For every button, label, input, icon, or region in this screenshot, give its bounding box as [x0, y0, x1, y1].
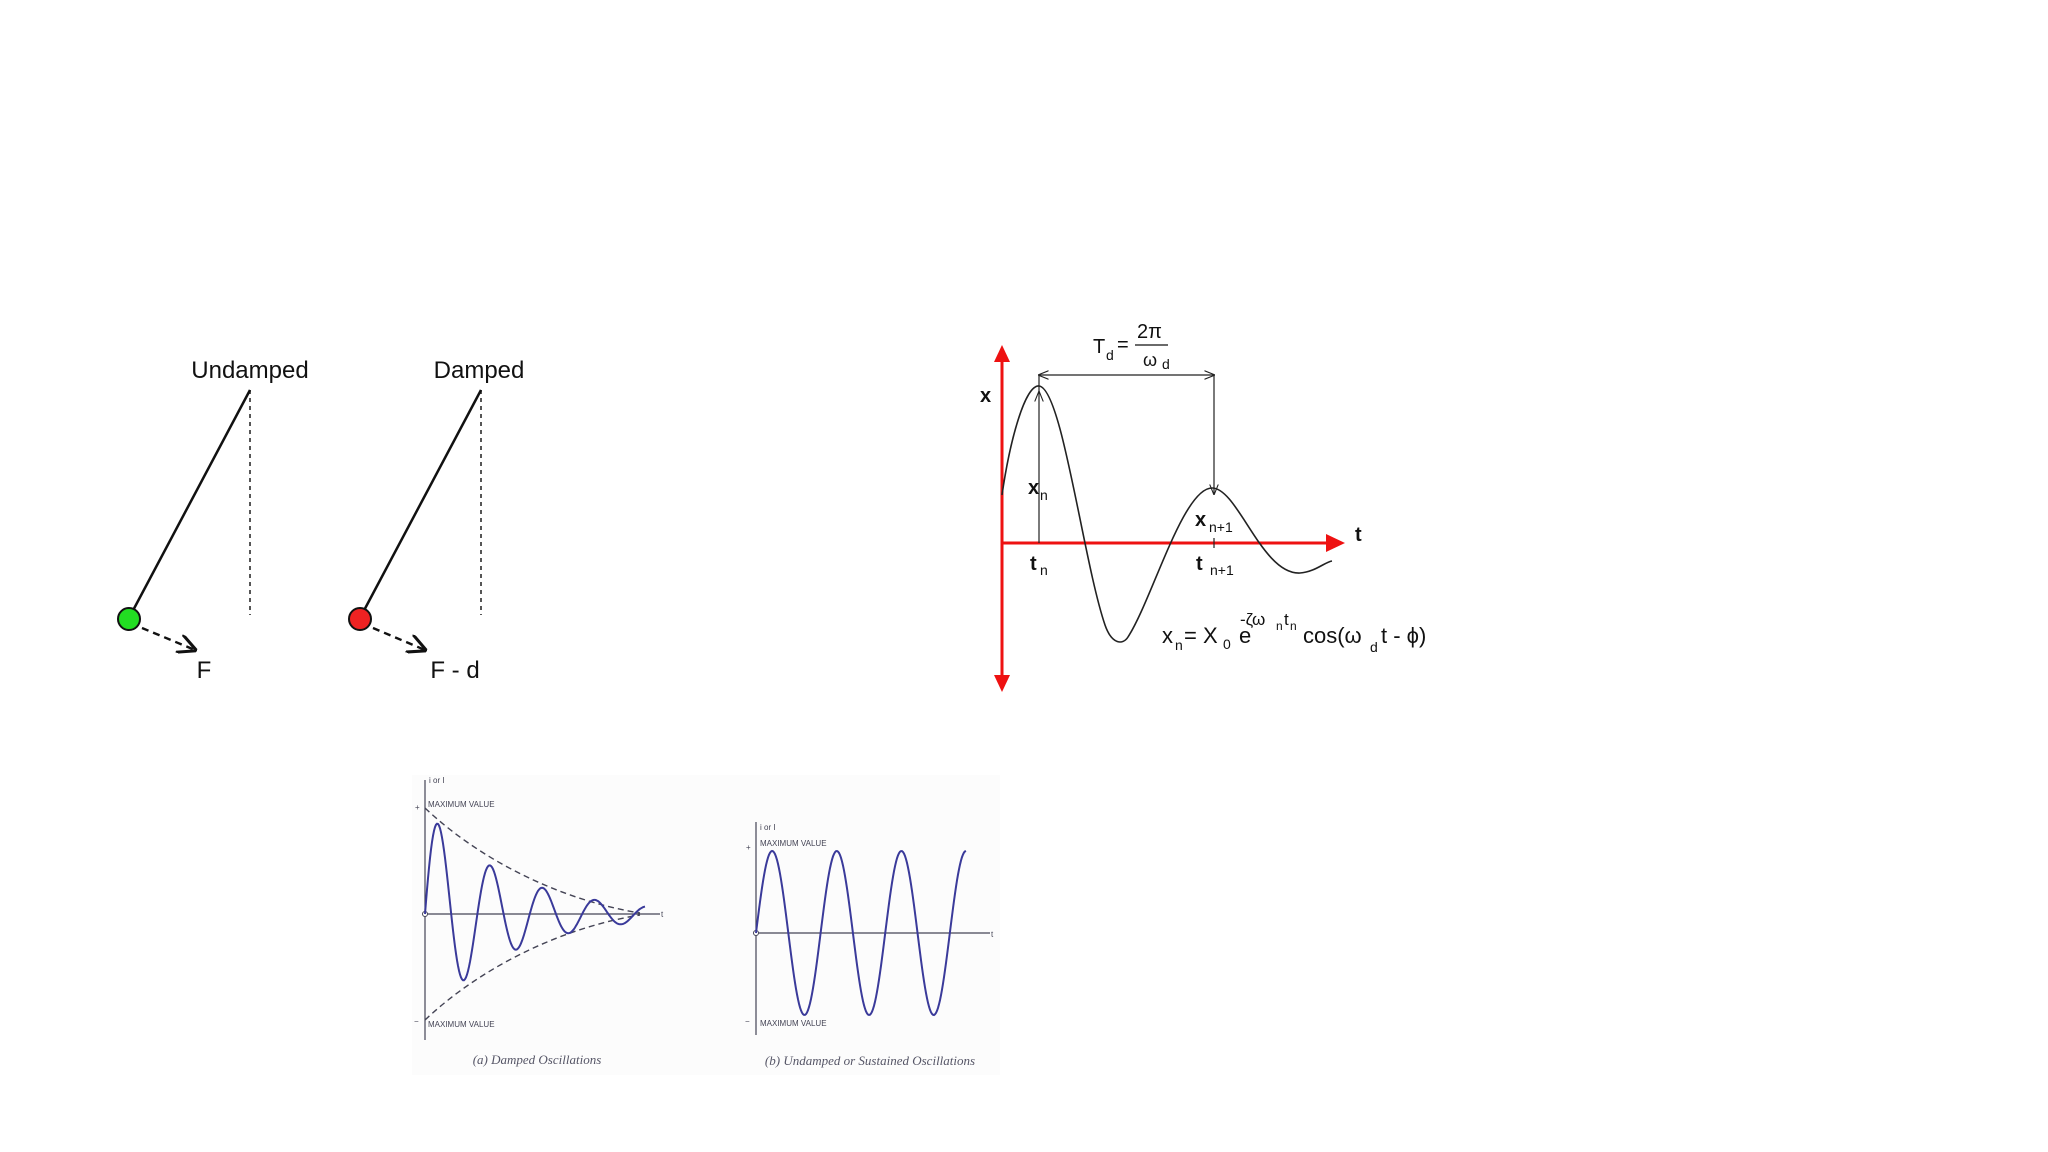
formula-tail: t - ϕ)	[1381, 623, 1426, 648]
damped-force-arrow	[372, 626, 425, 650]
y-axis-label: x	[980, 385, 991, 407]
decay-curve	[1001, 385, 1333, 643]
damped-y-label: i or I	[429, 776, 445, 785]
peak-n1-label: x	[1195, 509, 1206, 531]
formula-x0-sub: 0	[1223, 636, 1231, 652]
undamped-title: Undamped	[191, 357, 308, 384]
oscillation-figures: i or I MAXIMUM VALUE MAXIMUM VALUE + − t…	[412, 775, 1000, 1075]
peak-n-label: x	[1028, 477, 1039, 499]
formula-e: e	[1239, 623, 1251, 648]
peak-n1-sub: n+1	[1209, 519, 1233, 535]
damped-minus: −	[414, 1017, 419, 1026]
undamped-force-arrow	[141, 626, 195, 650]
damped-rod	[358, 389, 483, 619]
damped-pendulum: Damped F - d	[348, 357, 525, 684]
y-axis-arrow-down	[994, 675, 1010, 692]
time-n1-sub: n+1	[1210, 562, 1234, 578]
x-axis-arrow	[1326, 534, 1345, 552]
period-formula: T d = 2π ω d	[1093, 321, 1170, 372]
undamped-force-label: F	[197, 657, 212, 684]
formula-cos-sub: d	[1370, 639, 1378, 655]
period-denominator-sub: d	[1162, 356, 1170, 372]
damped-max-top: MAXIMUM VALUE	[428, 800, 495, 809]
undamped-pendulum: Undamped F	[117, 357, 309, 684]
undamped-bob	[117, 607, 141, 631]
damped-title: Damped	[434, 357, 525, 384]
damped-max-bottom: MAXIMUM VALUE	[428, 1020, 495, 1029]
damped-plus: +	[415, 803, 420, 812]
undamped-max-top: MAXIMUM VALUE	[760, 839, 827, 848]
period-lhs: T	[1093, 336, 1105, 358]
period-denominator: ω	[1143, 350, 1157, 370]
damped-envelope-bottom	[424, 914, 641, 1021]
y-axis-arrow-up	[994, 345, 1010, 362]
formula-exp-t: t	[1284, 610, 1289, 629]
formula-exp: -ζω	[1240, 610, 1265, 629]
undamped-max-bottom: MAXIMUM VALUE	[760, 1019, 827, 1028]
damped-envelope-top	[424, 807, 641, 914]
formula-x-sub: n	[1175, 637, 1183, 653]
undamped-plus: +	[746, 843, 751, 852]
period-equals: =	[1117, 334, 1129, 356]
damped-caption: (a) Damped Oscillations	[473, 1052, 602, 1067]
undamped-t-label: t	[991, 930, 994, 939]
damped-oscillation-figure: i or I MAXIMUM VALUE MAXIMUM VALUE + − t…	[414, 776, 664, 1067]
undamped-wave	[755, 849, 967, 1017]
damped-wave	[424, 822, 646, 982]
formula-eq: = X	[1184, 623, 1218, 648]
formula-x: x	[1162, 623, 1173, 648]
displacement-formula: x n = X 0 e -ζω n t n cos(ω d t - ϕ)	[1162, 610, 1426, 655]
period-numerator: 2π	[1137, 321, 1162, 343]
decay-graph: x t T d = 2π ω d x n x n+1 t n t n+1	[980, 321, 1426, 692]
damped-bob	[348, 607, 372, 631]
time-n1-label: t	[1196, 553, 1203, 575]
peak-n-sub: n	[1040, 487, 1048, 503]
formula-exp-sub1: n	[1276, 619, 1283, 633]
damped-t-label: t	[661, 910, 664, 919]
undamped-minus: −	[745, 1017, 750, 1026]
undamped-caption: (b) Undamped or Sustained Oscillations	[765, 1053, 975, 1068]
period-lhs-sub: d	[1106, 347, 1114, 363]
undamped-y-label: i or I	[760, 823, 776, 832]
x-axis-label: t	[1355, 524, 1362, 546]
time-n-sub: n	[1040, 562, 1048, 578]
formula-cos: cos(ω	[1303, 623, 1362, 648]
undamped-oscillation-figure: i or I MAXIMUM VALUE MAXIMUM VALUE + − t…	[745, 822, 994, 1068]
damped-force-label: F - d	[430, 657, 479, 684]
time-n-label: t	[1030, 553, 1037, 575]
undamped-rod	[127, 389, 252, 619]
figure-paper-bg	[412, 775, 1000, 1075]
formula-exp-sub2: n	[1290, 619, 1297, 633]
